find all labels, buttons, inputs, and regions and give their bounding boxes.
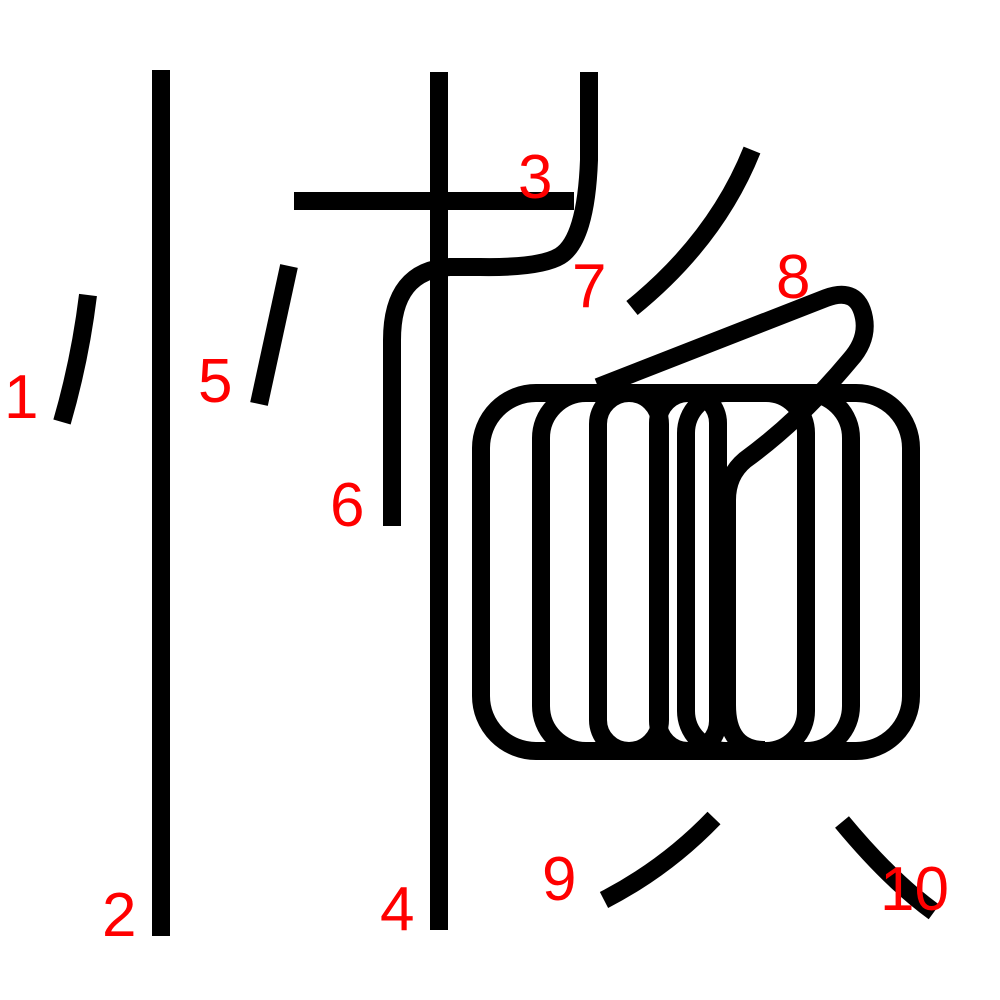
stroke-label-3: 3 xyxy=(518,143,552,212)
stroke-label-8: 8 xyxy=(776,243,810,312)
stroke-label-6: 6 xyxy=(330,471,364,540)
stroke-8 xyxy=(594,285,874,759)
stroke-1 xyxy=(53,293,97,425)
stroke-9 xyxy=(599,811,721,908)
stroke-5 xyxy=(250,264,298,406)
stroke-6 xyxy=(383,72,598,526)
stroke-10 xyxy=(835,816,940,920)
coil-rect-5 xyxy=(677,384,815,760)
stroke-label-4: 4 xyxy=(380,875,414,944)
stroke-label-1: 1 xyxy=(4,363,38,432)
stroke-label-10: 10 xyxy=(880,855,949,924)
stroke-label-5: 5 xyxy=(198,347,232,416)
stroke-label-2: 2 xyxy=(102,881,136,950)
stroke-label-7: 7 xyxy=(572,252,606,321)
coil-rect-4 xyxy=(649,384,727,760)
stroke-label-9: 9 xyxy=(542,845,576,914)
stroke-7 xyxy=(626,146,761,315)
